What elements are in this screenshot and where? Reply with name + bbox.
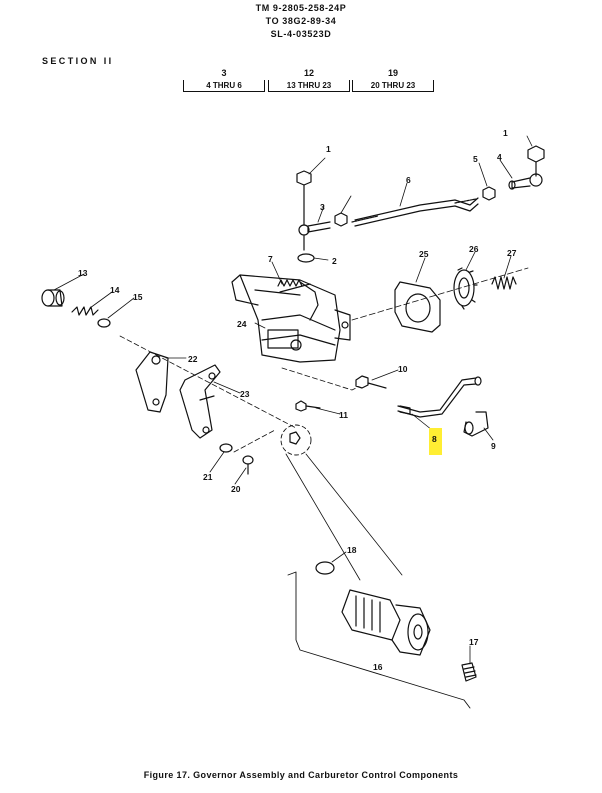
callout-27: 27 [507,248,517,258]
to-number: TO 38G2-89-34 [265,16,337,26]
detail-circle [280,424,312,456]
reference-number: 12 [303,68,314,78]
callout-9: 9 [491,441,496,451]
guide-line [233,429,276,453]
callout-13: 13 [78,268,88,278]
callout-22: 22 [188,354,198,364]
callout-24: 24 [237,319,247,329]
reference-range: 20 THRU 23 [352,80,434,92]
callout-4: 4 [497,152,502,162]
cap-part-13 [41,289,65,307]
guide-line [281,367,357,391]
callout-5: 5 [473,154,478,164]
rod-end-part-4 [508,173,543,190]
bracket-part-22 [135,351,169,413]
callout-26: 26 [469,244,479,254]
governor-housing-part-24 [231,274,351,363]
fitting-part-17 [461,662,477,682]
callout-15: 15 [133,292,143,302]
assembly-axis [351,267,529,321]
washer-part-21 [219,443,233,453]
detail-leader [285,453,403,581]
bolt-part-11 [295,400,321,412]
callout-16: 16 [373,662,383,672]
sl-number: SL-4-03523D [270,29,332,39]
reference-bracket: 19 20 THRU 23 [352,68,434,92]
callout-17: 17 [469,637,479,647]
assembly-bracket [287,571,471,709]
callout-6: 6 [406,175,411,185]
reference-range: 13 THRU 23 [268,80,350,92]
bolt-part-1-right [527,145,545,177]
callout-3: 3 [320,202,325,212]
callout-7: 7 [268,254,273,264]
callout-25: 25 [419,249,429,259]
section-label: SECTION II [42,56,114,66]
callout-1-left: 1 [326,144,331,154]
nut-part-5-right [482,186,496,201]
callout-20: 20 [231,484,241,494]
callout-labels: 1 1 2 3 4 5 6 7 8 9 10 11 13 14 15 16 17… [78,128,517,672]
callout-8: 8 [432,434,437,444]
carburetor-assembly-part-16 [341,589,431,656]
bracket-part-23 [179,364,221,439]
washer-part-15 [97,318,111,328]
callout-21: 21 [203,472,213,482]
reference-number: 3 [221,68,227,78]
callout-2: 2 [332,256,337,266]
callout-23: 23 [240,389,250,399]
gasket-part-25 [394,281,441,333]
detail-fitting [289,431,301,445]
tm-number: TM 9-2805-258-24P [255,3,347,13]
guide-line [119,335,297,429]
washer-part-18 [315,561,335,575]
nut-part-5-left [334,212,348,227]
reference-bracket: 12 13 THRU 23 [268,68,350,92]
control-rod-part-6 [351,197,479,227]
callout-14: 14 [110,285,120,295]
elbow-fitting-part-9 [463,411,489,437]
figure-caption: Figure 17. Governor Assembly and Carbure… [143,770,459,780]
callout-18: 18 [347,545,357,555]
fuel-line-part-8 [397,376,482,418]
callout-10: 10 [398,364,408,374]
reference-range: 4 THRU 6 [183,80,265,92]
callout-1-right: 1 [503,128,508,138]
spring-part-7 [277,279,303,287]
callout-highlight [429,428,442,455]
callout-11: 11 [339,410,348,420]
bolt-part-10 [355,375,387,389]
reference-bracket: 3 4 THRU 6 [183,68,265,92]
bolt-part-1-left [296,170,312,251]
reference-number: 19 [387,68,398,78]
spring-part-14 [71,306,99,316]
spring-part-27 [491,276,517,290]
pin-part-20 [242,455,254,475]
washer-part-2 [297,253,315,263]
